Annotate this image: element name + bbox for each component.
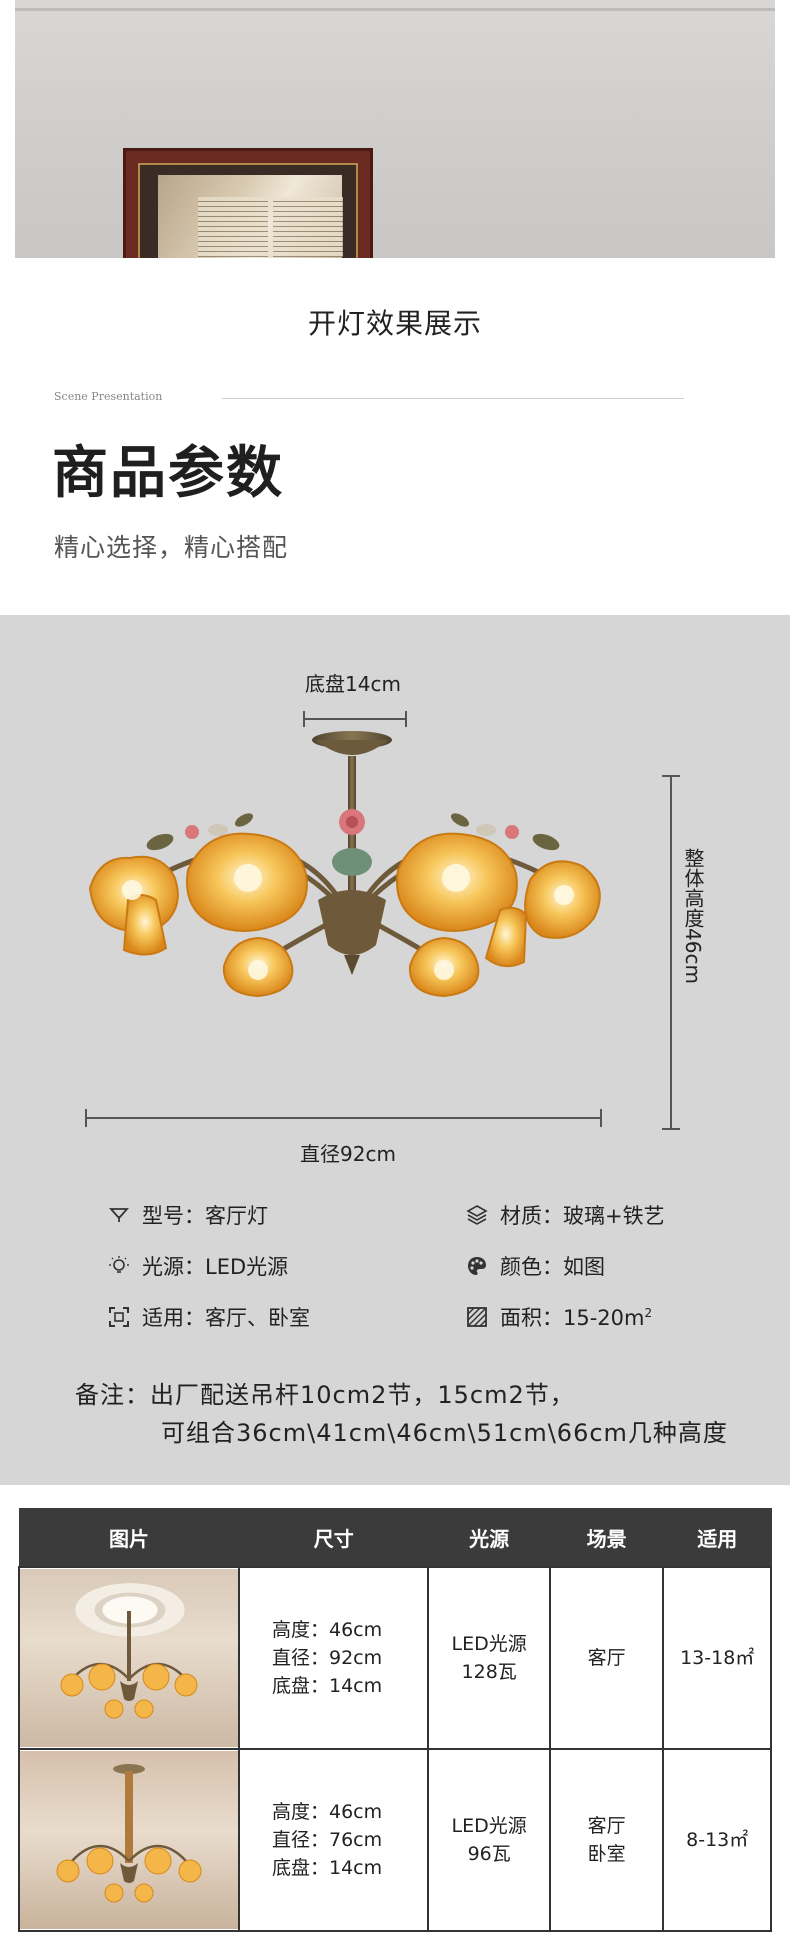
divider-line	[222, 398, 684, 399]
ceiling-line	[15, 8, 775, 11]
spec-color-text: 颜色：如图	[500, 1255, 605, 1279]
header-size: 尺寸	[238, 1508, 429, 1567]
spec-light-text: 光源：LED光源	[142, 1255, 289, 1279]
size-cell: 高度：46cm 直径：92cm 底盘：14cm	[237, 1565, 430, 1750]
scene-cell: 客厅 卧室	[548, 1747, 665, 1932]
spec-usage-text: 适用：客厅、卧室	[142, 1306, 310, 1330]
table-row: 高度：46cm 直径：92cm 底盘：14cm LED光源 128瓦 客厅 13…	[18, 1565, 772, 1750]
layers-icon	[466, 1205, 488, 1225]
spec-panel	[0, 615, 790, 1485]
spec-color: 颜色：如图	[466, 1251, 605, 1281]
product-photo-cell	[18, 1747, 240, 1932]
spec-light: 光源：LED光源	[108, 1251, 288, 1281]
area-cell: 8-13㎡	[662, 1747, 772, 1932]
palette-icon	[468, 1257, 486, 1275]
height-dimension-line	[662, 775, 680, 1130]
page-title: 商品参数	[52, 441, 284, 506]
light-cell: LED光源 96瓦	[427, 1747, 551, 1932]
spec-material: 材质：玻璃+铁艺	[466, 1200, 665, 1230]
area-cell: 13-18㎡	[662, 1565, 772, 1750]
framed-artwork	[158, 175, 343, 258]
base-dimension-label: 底盘14cm	[305, 672, 401, 696]
hero-photo	[15, 0, 775, 258]
header-area: 适用	[662, 1508, 772, 1567]
section-subtitle: 开灯效果展示	[307, 307, 482, 340]
header-light: 光源	[427, 1508, 551, 1567]
picture-frame	[123, 148, 373, 258]
spec-usage: 适用：客厅、卧室	[108, 1302, 310, 1332]
spec-material-text: 材质：玻璃+铁艺	[500, 1204, 665, 1228]
spec-model: 型号：客厅灯	[108, 1200, 268, 1230]
diameter-dimension-label: 直径92cm	[300, 1142, 396, 1166]
note-line-1: 备注：出厂配送吊杆10cm2节，15cm2节，	[75, 1381, 575, 1409]
spec-area: 面积：15-20m2	[466, 1302, 652, 1332]
table-header-row: 图片 尺寸 光源 场景 适用	[18, 1508, 772, 1567]
size-cell: 高度：46cm 直径：76cm 底盘：14cm	[237, 1747, 430, 1932]
scene-cell: 客厅	[548, 1565, 665, 1750]
scene-label: Scene Presentation	[54, 390, 163, 403]
table-row: 高度：46cm 直径：76cm 底盘：14cm LED光源 96瓦 客厅 卧室 …	[18, 1747, 772, 1932]
light-cell: LED光源 128瓦	[427, 1565, 551, 1750]
chandelier-thumbnail	[60, 1610, 198, 1718]
chandelier-thumbnail	[56, 1763, 202, 1902]
scan-icon	[109, 1307, 129, 1327]
tagline: 精心选择，精心搭配	[54, 533, 289, 562]
lamp-icon	[109, 1208, 129, 1222]
diameter-dimension-line	[85, 1109, 602, 1127]
base-dimension-line	[303, 711, 407, 727]
product-photo	[20, 1568, 238, 1747]
product-photo-cell	[18, 1565, 240, 1750]
product-photo	[20, 1750, 238, 1929]
spec-model-text: 型号：客厅灯	[142, 1204, 268, 1228]
header-photo: 图片	[18, 1508, 240, 1567]
bulb-icon	[109, 1256, 129, 1273]
product-table: 图片 尺寸 光源 场景 适用	[18, 1508, 772, 1932]
chandelier-illustration	[88, 731, 601, 998]
note-line-2: 可组合36cm\41cm\46cm\51cm\66cm几种高度	[161, 1419, 728, 1447]
area-hatch-icon	[467, 1307, 487, 1327]
header-scene: 场景	[549, 1508, 664, 1567]
height-dimension-label: 整体高度46cm	[681, 848, 705, 984]
spec-area-text: 面积：15-20m2	[500, 1306, 653, 1330]
